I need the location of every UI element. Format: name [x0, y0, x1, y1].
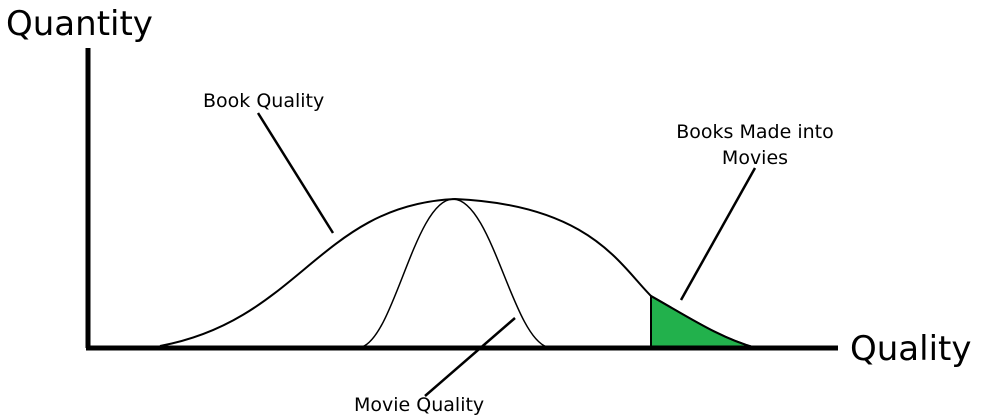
book-quality-leader-line: [256, 112, 335, 234]
movie-quality-label: Movie Quality: [354, 394, 484, 415]
books-made-into-movies-label-line2: Movies: [722, 147, 788, 169]
x-axis-title: Quality: [850, 329, 972, 369]
books-made-into-movies-label-line1: Books Made into: [676, 121, 833, 143]
books-made-into-movies-leader-line: [679, 167, 757, 301]
movie-quality-leader-line: [424, 317, 516, 397]
book-quality-label: Book Quality: [203, 90, 324, 112]
movie-quality-curve: [361, 198, 548, 348]
y-axis-title: Quantity: [6, 4, 153, 44]
books-made-into-movies-region: [650, 294, 757, 349]
book-quality-curve: [159, 197, 757, 349]
